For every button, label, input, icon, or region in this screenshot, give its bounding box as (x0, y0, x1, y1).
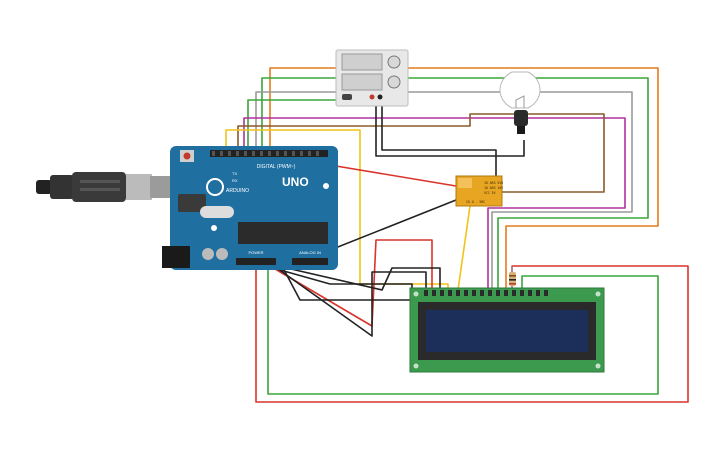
digital-label: DIGITAL (PWM~) (257, 164, 296, 170)
power-jack (162, 246, 190, 268)
analog-label: ANALOG IN (299, 250, 321, 255)
relay-bottom: IO Ω - 5ВС (466, 200, 485, 204)
lcd-16x2-display[interactable] (409, 287, 605, 373)
wire-brown[interactable] (237, 113, 605, 193)
wire-yellow-relay[interactable] (457, 205, 471, 291)
relay-line1: 10 ARG 5VD (484, 181, 503, 185)
wire-magenta[interactable] (243, 117, 626, 290)
current-knob[interactable] (387, 75, 401, 89)
wire-green-bottom[interactable] (267, 266, 659, 395)
lcd-screen (426, 310, 588, 352)
tx-label: TX (232, 171, 237, 176)
power-switch[interactable] (342, 94, 352, 100)
wire-black-b[interactable] (277, 265, 441, 291)
power-header (236, 258, 276, 265)
wire-yellow[interactable] (225, 129, 449, 290)
relay-line3: VCC 5V (484, 191, 496, 195)
power-supply-icon[interactable] (335, 49, 409, 107)
analog-header (292, 258, 328, 265)
wire-gray[interactable] (255, 91, 633, 290)
wire-orange-top[interactable] (269, 67, 659, 290)
lcd-pins (424, 290, 548, 296)
relay-module[interactable]: 10 ARG 5VD 10 ARG 10V VCC 5V IO Ω - 5ВС (455, 175, 503, 207)
usb-cable-icon (36, 172, 170, 202)
rx-label: RX (232, 178, 238, 183)
light-bulb-icon[interactable] (499, 71, 541, 134)
wire-red-inner[interactable] (269, 239, 433, 327)
arduino-uno-board[interactable]: DIGITAL (PWM~) ARDUINO UNO TX RX POWER A… (162, 146, 338, 270)
wire-black-bulb[interactable] (375, 96, 525, 157)
relay-line2: 10 ARG 10V (484, 186, 503, 190)
wire-black-relay[interactable] (381, 96, 497, 176)
arduino-logo (206, 178, 224, 196)
wire-black-a[interactable] (273, 265, 427, 337)
wire-black-d[interactable] (265, 265, 413, 290)
resistor[interactable] (509, 266, 516, 292)
wire-green-top[interactable] (261, 77, 649, 290)
arduino-brand: ARDUINO (226, 188, 249, 194)
digital-pins (212, 151, 319, 156)
voltage-knob[interactable] (387, 55, 401, 69)
power-label: POWER (248, 250, 263, 255)
atmega-chip (238, 222, 328, 244)
arduino-model: UNO (282, 175, 309, 189)
